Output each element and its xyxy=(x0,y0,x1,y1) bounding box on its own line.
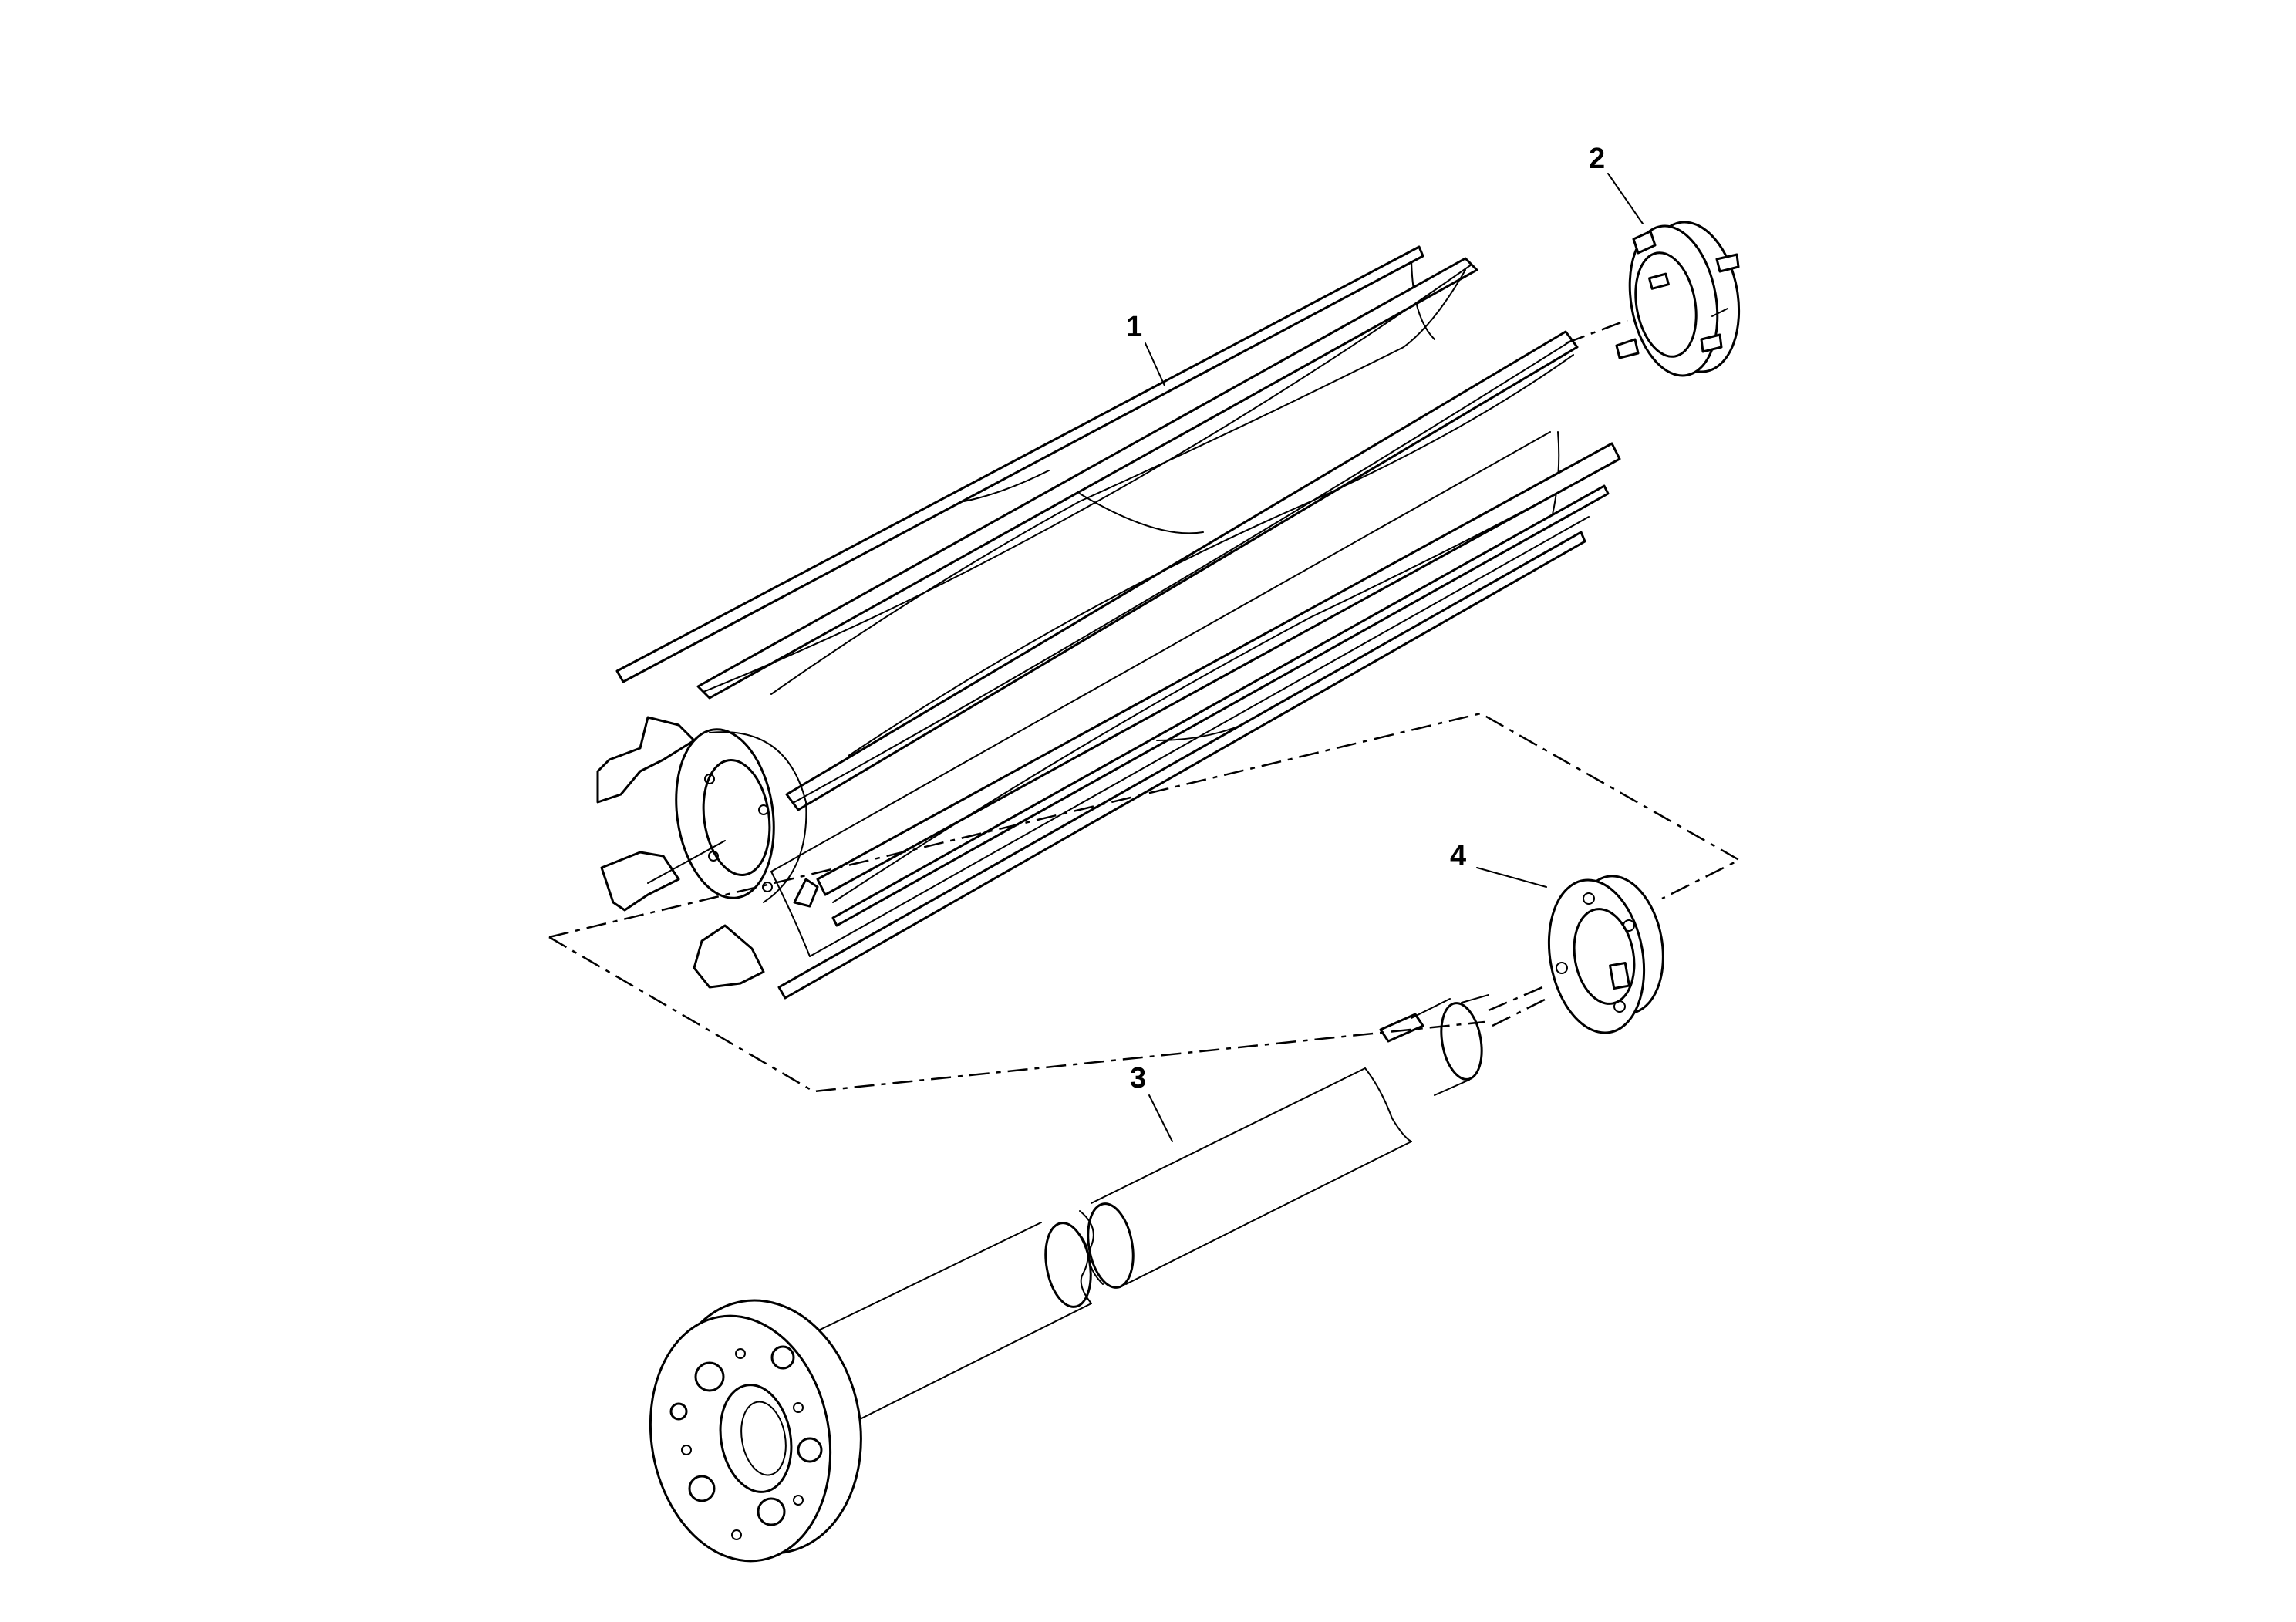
callout-2: 2 xyxy=(1589,143,1605,175)
callout-1: 1 xyxy=(1126,311,1142,343)
callout-4: 4 xyxy=(1450,840,1466,872)
bearing-flange-icon xyxy=(1547,875,1664,1034)
callout-3: 3 xyxy=(1130,1062,1146,1094)
callout-leaders xyxy=(1145,173,1644,1142)
assembly-lines xyxy=(548,319,1741,1093)
flange-hub-with-studs-icon xyxy=(1615,221,1741,377)
reel-cylinder-icon xyxy=(596,245,1621,1000)
reel-shaft-icon xyxy=(649,986,1543,1563)
